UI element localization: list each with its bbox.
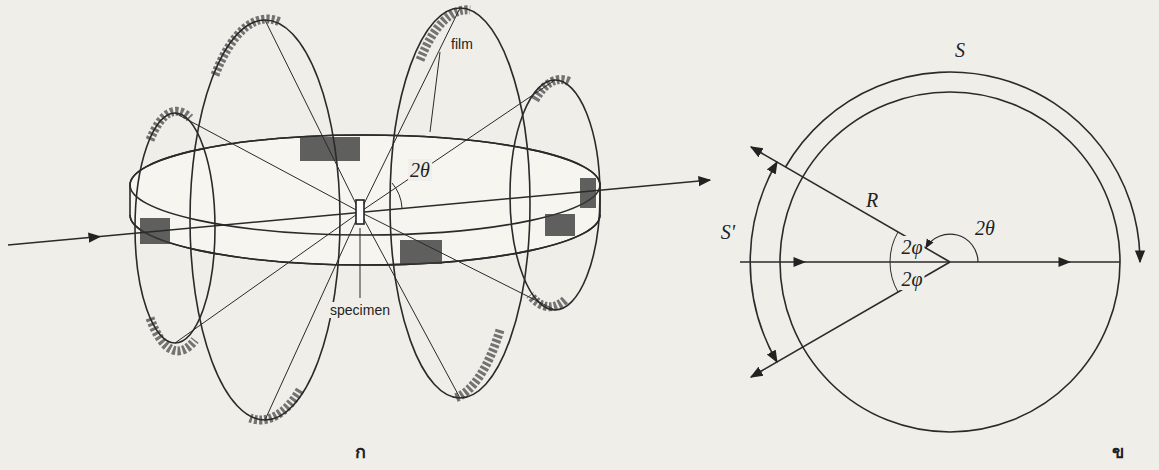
camera-perspective (8, 8, 710, 420)
figure-label: ข (1112, 443, 1124, 461)
angle-label: 2φ (899, 268, 924, 290)
specimen-label: specimen (328, 302, 392, 318)
angle-label: 2θ (973, 217, 997, 239)
angle-label: 2θ (408, 159, 432, 181)
figure-label: ก (355, 443, 366, 461)
radius-label: R (864, 189, 880, 211)
film-label: film (449, 36, 475, 52)
angle-label: 2φ (899, 236, 924, 258)
arc-length-label: S (955, 40, 965, 60)
film-geometry (740, 72, 1140, 432)
arc-length-label: S' (719, 221, 737, 243)
